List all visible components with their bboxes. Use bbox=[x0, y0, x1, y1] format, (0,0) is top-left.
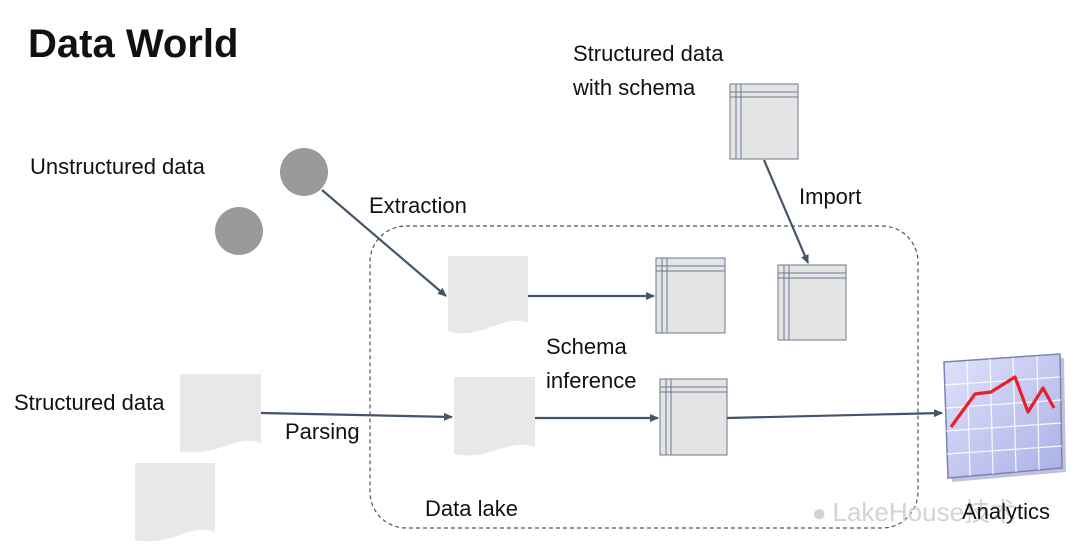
analytics-label: Analytics bbox=[962, 499, 1051, 524]
extraction-label: Extraction bbox=[369, 193, 467, 218]
watermark-text: LakeHouse技术 bbox=[832, 497, 1017, 527]
data-lake-boundary bbox=[369, 225, 919, 529]
arrow-analytics bbox=[726, 409, 943, 420]
table-icon-imported bbox=[777, 264, 847, 341]
unstructured-data-circle-2 bbox=[215, 207, 263, 255]
table-icon-schema-source bbox=[729, 83, 799, 160]
arrow-extraction bbox=[321, 189, 447, 297]
wechat-icon: ● bbox=[812, 500, 827, 527]
structured-data-with-schema-label-line1: Structured data bbox=[573, 41, 724, 66]
schema-inference-label-line2: inference bbox=[546, 368, 637, 393]
structured-data-label: Structured data bbox=[14, 390, 165, 415]
unstructured-data-label: Unstructured data bbox=[30, 154, 205, 179]
data-lake-label: Data lake bbox=[425, 496, 518, 521]
analytics-chart-icon bbox=[943, 353, 1066, 482]
table-icon-inferred bbox=[659, 378, 728, 456]
extracted-document bbox=[448, 256, 528, 334]
arrow-import bbox=[762, 159, 810, 264]
arrow-parsing bbox=[260, 411, 453, 421]
structured-document-1 bbox=[180, 374, 261, 453]
structured-data-with-schema-label-line2: with schema bbox=[573, 75, 696, 100]
import-label: Import bbox=[799, 184, 862, 209]
schema-inference-label-line1: Schema bbox=[546, 334, 627, 359]
table-icon-extracted bbox=[655, 257, 726, 334]
structured-document-2 bbox=[135, 463, 215, 542]
page-title: Data World bbox=[28, 22, 239, 66]
watermark: ●LakeHouse技术 bbox=[812, 492, 1016, 529]
unstructured-data-circle-1 bbox=[280, 148, 328, 196]
parsed-document bbox=[454, 377, 535, 456]
parsing-label: Parsing bbox=[285, 419, 360, 444]
